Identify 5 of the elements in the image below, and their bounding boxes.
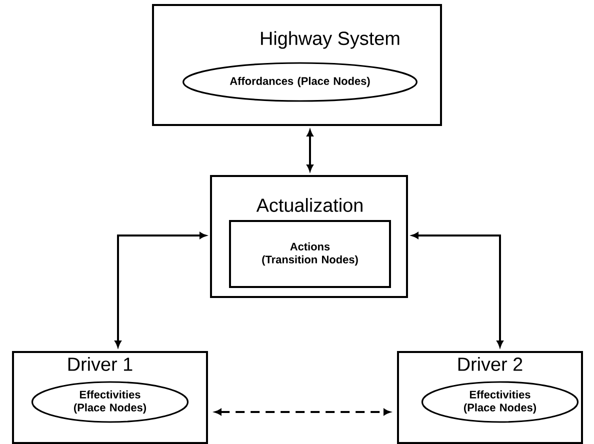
arrow (214, 408, 390, 416)
arrow (306, 130, 314, 172)
node-box: Actions (Transition Nodes) (229, 220, 391, 288)
arrow (114, 232, 206, 348)
arrow (412, 232, 504, 348)
